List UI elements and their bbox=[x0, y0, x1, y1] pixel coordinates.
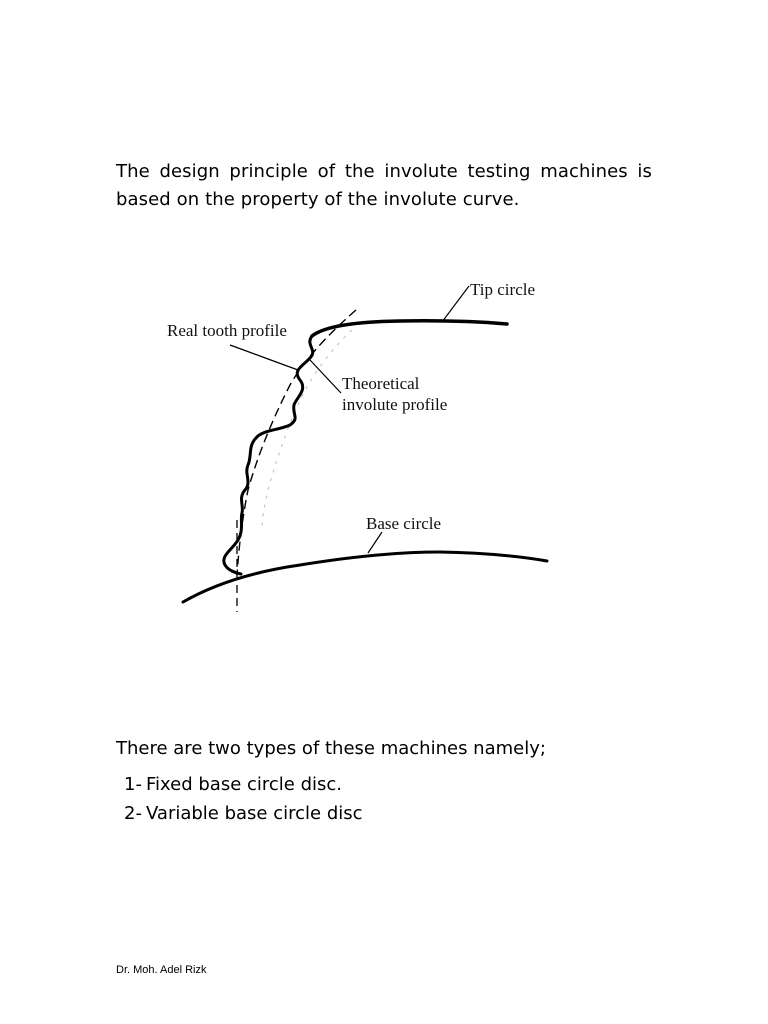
faint-curve bbox=[261, 329, 353, 531]
theoretical-leader bbox=[309, 359, 342, 394]
tip-circle-leader bbox=[441, 285, 470, 323]
base-circle-leader bbox=[367, 531, 383, 554]
involute-diagram: Tip circle Real tooth profile Theoretica… bbox=[167, 280, 549, 612]
real-profile-leader bbox=[229, 344, 299, 371]
list-item-text: Variable base circle disc bbox=[146, 803, 363, 824]
list-item: 1- Fixed base circle disc. bbox=[124, 770, 363, 799]
tip-circle-arc bbox=[310, 319, 509, 338]
involute-figure: Tip circle Real tooth profile Theoretica… bbox=[0, 260, 768, 620]
list-item-number: 1- bbox=[124, 774, 142, 795]
list-item-text: Fixed base circle disc. bbox=[146, 774, 343, 795]
list-item-number: 2- bbox=[124, 803, 142, 824]
real-tooth-profile-curve bbox=[222, 334, 315, 576]
intro-paragraph: The design principle of the involute tes… bbox=[116, 161, 652, 210]
base-circle-arc bbox=[181, 550, 549, 604]
types-intro: There are two types of these machines na… bbox=[116, 738, 546, 759]
real-tooth-profile-label: Real tooth profile bbox=[167, 321, 287, 340]
list-item: 2- Variable base circle disc bbox=[124, 799, 363, 828]
page-footer-author: Dr. Moh. Adel Rizk bbox=[116, 964, 207, 976]
theoretical-involute-dashed bbox=[236, 309, 357, 576]
tip-circle-label: Tip circle bbox=[470, 280, 535, 299]
theoretical-label-line1: Theoretical bbox=[342, 374, 420, 393]
types-list: 1- Fixed base circle disc. 2- Variable b… bbox=[124, 770, 363, 828]
base-circle-label: Base circle bbox=[366, 514, 441, 533]
theoretical-label-line2: involute profile bbox=[342, 395, 447, 414]
